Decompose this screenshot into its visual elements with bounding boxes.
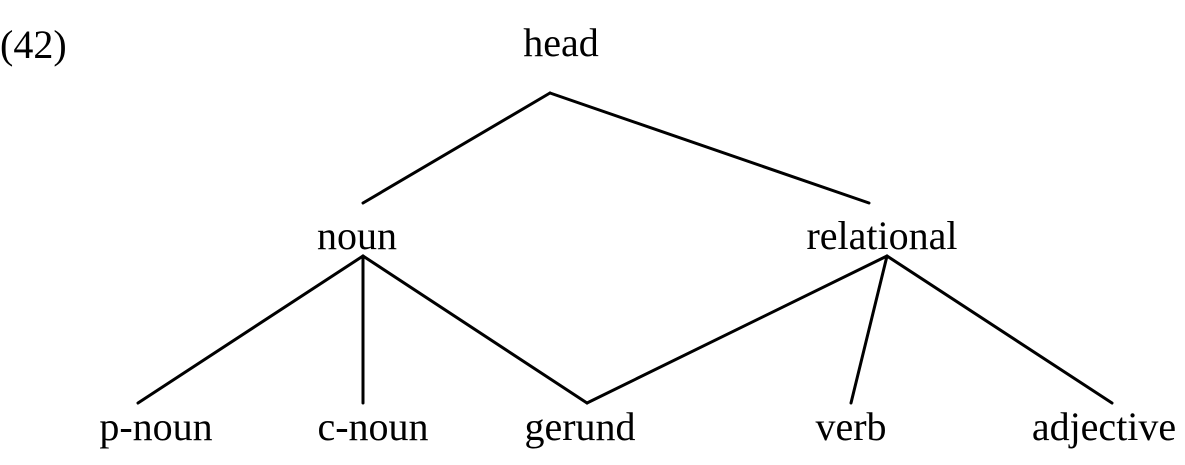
edge-relational-verb: [849, 254, 889, 405]
example-number: (42): [0, 22, 67, 67]
edge-relational-adjective: [885, 254, 1114, 405]
node-relational: relational: [806, 213, 957, 258]
node-adjective: adjective: [1032, 404, 1176, 449]
node-head: head: [523, 20, 599, 65]
edge-group: [136, 91, 1114, 405]
edge-head-relational: [548, 91, 871, 205]
node-noun: noun: [317, 213, 397, 258]
edge-relational-gerund: [585, 254, 889, 405]
edge-noun-gerund: [361, 254, 589, 405]
node-c-noun: c-noun: [317, 404, 428, 449]
node-verb: verb: [815, 404, 886, 449]
node-p-noun: p-noun: [99, 404, 212, 449]
edge-head-noun: [361, 91, 552, 205]
node-gerund: gerund: [524, 404, 635, 449]
edge-noun-p-noun: [136, 254, 365, 405]
